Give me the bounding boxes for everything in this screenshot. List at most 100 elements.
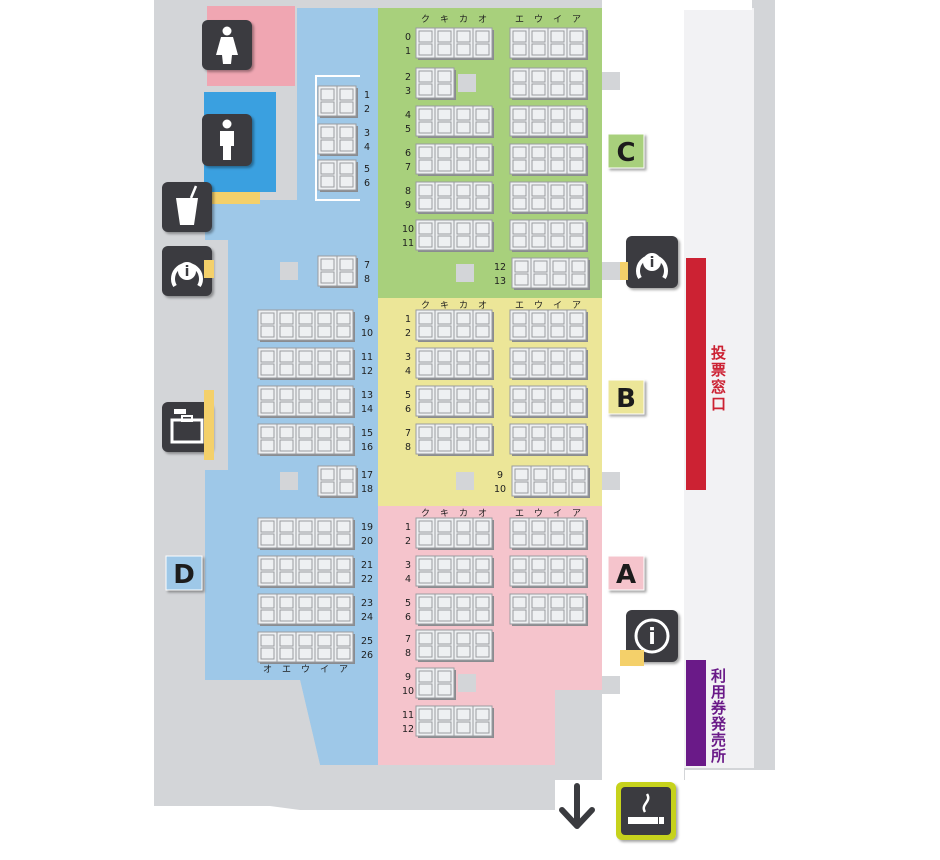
info-desk-left bbox=[204, 260, 214, 278]
column-letter-d: オ bbox=[263, 664, 272, 675]
row-label-c-top: 4 bbox=[405, 110, 411, 121]
seat-block-d[interactable] bbox=[257, 555, 355, 588]
seat-block-d[interactable] bbox=[257, 593, 355, 626]
row-label-d-top: 23 bbox=[361, 598, 373, 609]
row-label-d-bottom: 12 bbox=[361, 366, 373, 377]
seat-block-d[interactable] bbox=[257, 385, 355, 418]
row-label-a-bottom: 6 bbox=[405, 612, 411, 623]
zone-d-badge[interactable]: D bbox=[165, 555, 203, 591]
zone-c-badge[interactable]: C bbox=[607, 133, 645, 169]
row-label-b-top: 7 bbox=[405, 428, 411, 439]
seat-block-a-left[interactable] bbox=[415, 593, 494, 626]
seat-block-c-left[interactable] bbox=[415, 105, 494, 138]
row-label-b-top: 3 bbox=[405, 352, 411, 363]
row-label-a-bottom: 12 bbox=[402, 724, 414, 735]
pillar bbox=[280, 472, 298, 490]
seat-block-c-right[interactable] bbox=[509, 143, 588, 176]
seat-block-c-left[interactable] bbox=[415, 67, 456, 100]
row-label-d-top: 13 bbox=[361, 390, 373, 401]
column-letter-c-left: カ bbox=[459, 14, 468, 25]
seat-block-a-right[interactable] bbox=[509, 593, 588, 626]
seat-block-d[interactable] bbox=[257, 631, 355, 664]
seat-block-c-side[interactable] bbox=[317, 123, 358, 156]
seat-block-c-side[interactable] bbox=[317, 159, 358, 192]
seat-block-d[interactable] bbox=[257, 517, 355, 550]
seat-block-d[interactable] bbox=[257, 309, 355, 342]
seat-block-c-side[interactable] bbox=[317, 255, 358, 288]
seat-block-c-left[interactable] bbox=[415, 27, 494, 60]
pillar bbox=[602, 262, 620, 280]
row-label-d-top: 9 bbox=[364, 314, 370, 325]
row-label-c-side-top: 1 bbox=[364, 90, 370, 101]
column-letter-a-right: エ bbox=[515, 509, 524, 519]
row-label-d-top: 11 bbox=[361, 352, 373, 363]
column-letter-b-right: ウ bbox=[534, 300, 543, 311]
seat-block-c-right[interactable] bbox=[509, 219, 588, 252]
row-label-b-bottom: 4 bbox=[405, 366, 411, 377]
seat-block-c-left[interactable] bbox=[415, 143, 494, 176]
seat-block-b-right[interactable] bbox=[509, 347, 588, 380]
seat-block-a-right[interactable] bbox=[509, 517, 588, 550]
column-letter-a-left: ク bbox=[421, 508, 430, 519]
row-label-c-bottom: 13 bbox=[494, 276, 506, 287]
seat-block-c-right[interactable] bbox=[509, 105, 588, 138]
seat-block-d[interactable] bbox=[257, 347, 355, 380]
row-label-b-top: 5 bbox=[405, 390, 411, 401]
seat-block-c-right[interactable] bbox=[509, 27, 588, 60]
info-desk-right bbox=[620, 262, 628, 280]
pillar bbox=[456, 264, 474, 282]
seat-block-a-right[interactable] bbox=[509, 555, 588, 588]
seat-block-c-right[interactable] bbox=[511, 257, 590, 290]
column-letter-b-right: エ bbox=[515, 301, 524, 311]
seat-block-b-left[interactable] bbox=[415, 347, 494, 380]
seat-block-b-right[interactable] bbox=[509, 385, 588, 418]
row-label-b-bottom: 6 bbox=[405, 404, 411, 415]
column-letter-d: エ bbox=[282, 665, 291, 675]
seat-block-c-left[interactable] bbox=[415, 181, 494, 214]
row-label-a-top: 9 bbox=[405, 672, 411, 683]
ticket-window-label[interactable]: 投票窓口 bbox=[709, 344, 727, 413]
seat-block-b-left[interactable] bbox=[415, 309, 494, 342]
zone-a-badge[interactable]: A bbox=[607, 555, 645, 591]
mens-restroom-icon[interactable] bbox=[202, 114, 252, 166]
seat-block-a-left[interactable] bbox=[415, 629, 494, 662]
seat-block-b-right[interactable] bbox=[509, 309, 588, 342]
seat-block-c-left[interactable] bbox=[415, 219, 494, 252]
column-letter-c-left: キ bbox=[440, 15, 449, 25]
column-letter-b-left: オ bbox=[478, 300, 487, 311]
seat-block-b-left[interactable] bbox=[415, 385, 494, 418]
seat-block-b-right[interactable] bbox=[509, 423, 588, 456]
seat-block-d[interactable] bbox=[317, 465, 358, 498]
pillar bbox=[456, 472, 474, 490]
drink-icon[interactable] bbox=[162, 182, 212, 232]
seat-block-a-left[interactable] bbox=[415, 517, 494, 550]
column-letter-c-right: エ bbox=[515, 15, 524, 25]
column-letter-b-left: ク bbox=[421, 300, 430, 311]
info-horseshoe-icon[interactable]: i bbox=[162, 246, 212, 296]
womens-restroom-icon[interactable] bbox=[202, 20, 252, 70]
pillar bbox=[602, 472, 620, 490]
seat-block-a-left[interactable] bbox=[415, 667, 456, 700]
seat-block-d[interactable] bbox=[257, 423, 355, 456]
seat-block-c-side[interactable] bbox=[317, 85, 358, 118]
row-label-c-bottom: 1 bbox=[405, 46, 411, 57]
seat-block-a-left[interactable] bbox=[415, 555, 494, 588]
smoking-area-icon[interactable] bbox=[616, 782, 676, 840]
row-label-b-bottom: 10 bbox=[494, 484, 506, 495]
seat-block-c-right[interactable] bbox=[509, 181, 588, 214]
seat-block-b-right[interactable] bbox=[511, 465, 590, 498]
zone-b-letter: B bbox=[616, 384, 636, 414]
seat-block-a-left[interactable] bbox=[415, 705, 494, 738]
info-horseshoe-icon-right[interactable]: i bbox=[626, 236, 678, 288]
voucher-office-label[interactable]: 利用券発売所 bbox=[709, 667, 727, 764]
seat-block-c-right[interactable] bbox=[509, 67, 588, 100]
locker-icon[interactable] bbox=[162, 402, 212, 452]
column-letter-a-right: ア bbox=[572, 509, 581, 519]
column-letter-b-left: カ bbox=[459, 300, 468, 311]
info-icon[interactable]: i bbox=[626, 610, 678, 662]
row-label-c-top: 2 bbox=[405, 72, 411, 83]
column-letter-c-right: ウ bbox=[534, 14, 543, 25]
zone-b-badge[interactable]: B bbox=[607, 379, 645, 415]
column-letter-a-left: カ bbox=[459, 508, 468, 519]
seat-block-b-left[interactable] bbox=[415, 423, 494, 456]
